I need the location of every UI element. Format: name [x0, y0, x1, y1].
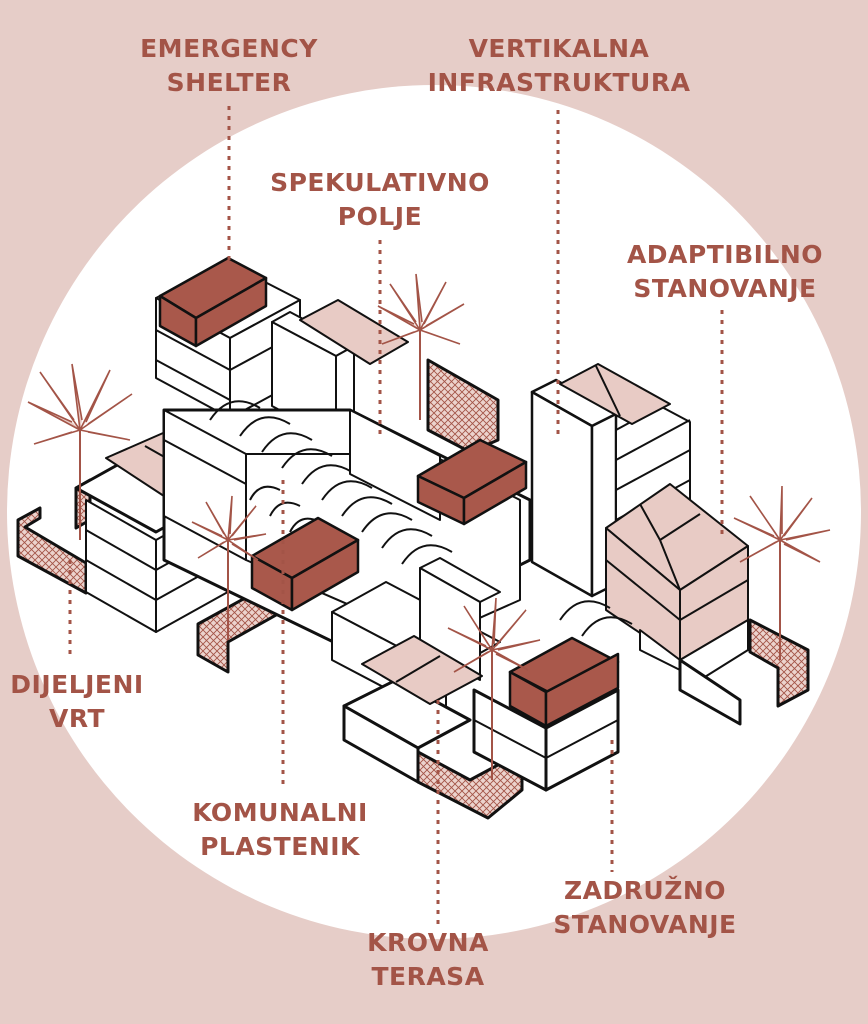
back-left-block — [155, 256, 301, 419]
label-vertikalna-infrastruktura-line1: VERTIKALNA — [468, 34, 650, 63]
label-dijeljeni-vrt-line1: DIJELJENI — [10, 670, 144, 699]
label-dijeljeni-vrt: DIJELJENI VRT — [0, 668, 154, 736]
label-vertikalna-infrastruktura: VERTIKALNA INFRASTRUKTURA — [418, 32, 700, 100]
label-spekulativno-polje-line2: POLJE — [337, 202, 423, 231]
label-komunalni-plastenik-line2: PLASTENIK — [200, 832, 360, 861]
label-adaptibilno-stanovanje: ADAPTIBILNO STANOVANJE — [616, 238, 834, 306]
vertical-infrastructure-tower — [530, 378, 618, 598]
cooperative-housing-block — [472, 600, 633, 792]
leader-lines — [68, 106, 724, 924]
label-vertikalna-infrastruktura-line2: INFRASTRUKTURA — [427, 68, 691, 97]
label-adaptibilno-stanovanje-line2: STANOVANJE — [633, 274, 817, 303]
adaptive-housing-block — [605, 483, 749, 726]
label-krovna-terasa-line1: KROVNA — [367, 928, 489, 957]
label-adaptibilno-stanovanje-line1: ADAPTIBILNO — [626, 240, 824, 269]
back-roof-panel — [299, 299, 409, 365]
label-spekulativno-polje: SPEKULATIVNO POLJE — [258, 166, 502, 234]
label-krovna-terasa: KROVNA TERASA — [356, 926, 500, 994]
shelter-modules — [250, 438, 528, 612]
label-komunalni-plastenik-line1: KOMUNALNI — [192, 798, 368, 827]
label-emergency-shelter: EMERGENCY SHELTER — [129, 32, 329, 100]
palm-trees — [27, 273, 831, 780]
label-spekulativno-polje-line1: SPEKULATIVNO — [270, 168, 490, 197]
label-komunalni-plastenik: KOMUNALNI PLASTENIK — [180, 796, 380, 864]
label-zadruzno-stanovanje: ZADRUŽNO STANOVANJE — [540, 874, 750, 942]
label-zadruzno-stanovanje-line2: STANOVANJE — [553, 910, 737, 939]
label-dijeljeni-vrt-line2: VRT — [48, 704, 106, 733]
label-krovna-terasa-line2: TERASA — [371, 962, 485, 991]
label-emergency-shelter-line1: EMERGENCY — [140, 34, 318, 63]
label-zadruzno-stanovanje-line1: ZADRUŽNO — [563, 876, 727, 905]
label-emergency-shelter-line2: SHELTER — [166, 68, 292, 97]
